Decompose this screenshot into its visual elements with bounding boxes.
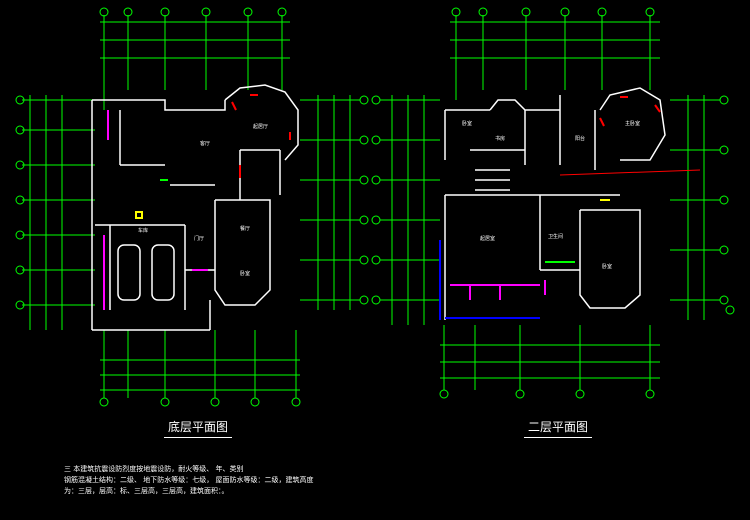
design-notes: 三 本建筑抗震设防烈度按地震设防，耐火等级、 年、类别 钢筋混凝土结构：二级、 … <box>64 464 313 497</box>
ground-label-5: 门厅 <box>194 235 204 242</box>
ground-label-2: 餐厅 <box>240 225 250 232</box>
ground-floor-walls <box>91 84 299 331</box>
ground-label-1: 起居厅 <box>253 124 268 130</box>
second-label-0: 卧室 <box>462 120 472 127</box>
ground-floor-title: 底层平面图 <box>164 418 233 438</box>
second-label-2: 主卧室 <box>625 120 640 127</box>
note-line-2: 钢筋混凝土结构：二级、 地下防水等级：七级， 屋面防水等级：二级，建筑高度 <box>64 476 314 484</box>
note-line-1: 三 本建筑抗震设防烈度按地震设防，耐火等级、 年、类别 <box>64 465 244 473</box>
note-line-3: 为：三层，层高：标、三层高，三层高，建筑面积：。 <box>64 487 229 495</box>
second-floor-accents <box>439 96 701 320</box>
second-floor-walls <box>444 87 666 320</box>
second-floor-title: 二层平面图 <box>524 418 593 438</box>
second-label-3: 起居室 <box>480 235 495 242</box>
second-label-1: 书房 <box>495 135 505 142</box>
second-floor-title-text: 二层平面图 <box>528 420 589 434</box>
ground-label-0: 客厅 <box>200 140 210 147</box>
ground-floor-grid <box>15 7 369 407</box>
second-label-6: 阳台 <box>575 135 585 142</box>
ground-label-3: 车库 <box>138 227 148 234</box>
second-label-4: 卫生间 <box>548 233 563 240</box>
ground-floor-title-underline <box>164 437 233 438</box>
ground-label-4: 卧室 <box>240 270 250 277</box>
second-floor-grid <box>371 7 735 399</box>
ground-floor-title-text: 底层平面图 <box>168 420 229 434</box>
second-floor-title-underline <box>524 437 593 438</box>
ground-floor-accents <box>103 94 291 310</box>
room-labels: 客厅 起居厅 餐厅 车库 卧室 门厅 卧室 书房 主卧室 起居室 卫生间 卧室 … <box>138 120 640 277</box>
second-label-5: 卧室 <box>602 263 612 270</box>
